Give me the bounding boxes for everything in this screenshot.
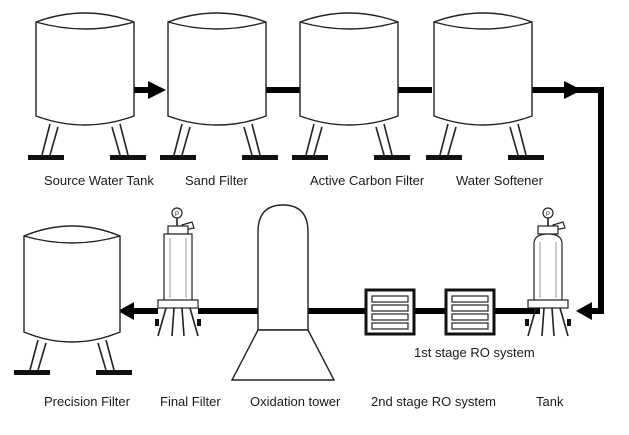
label-sand-filter: Sand Filter xyxy=(185,173,248,188)
tank-cartridge xyxy=(525,207,571,337)
tank-gauge-glyph: P xyxy=(546,212,550,218)
source-water-tank xyxy=(28,12,146,160)
arrow-head xyxy=(576,302,592,320)
final-filter-cartridge xyxy=(155,207,201,337)
label-second-stage-ro: 2nd stage RO system xyxy=(371,394,496,409)
label-oxidation-tower: Oxidation tower xyxy=(250,394,341,409)
pipe-network xyxy=(118,81,604,320)
final-filter-gauge-glyph: P xyxy=(175,212,179,218)
precision-filter-tank xyxy=(14,225,132,375)
sand-filter-tank xyxy=(160,12,278,160)
active-carbon-filter-tank xyxy=(292,12,410,160)
pipe-right-riser xyxy=(568,87,604,314)
arrow-head xyxy=(148,81,166,99)
label-source-water-tank: Source Water Tank xyxy=(44,173,154,188)
arrow-head xyxy=(564,81,582,99)
arrow-head xyxy=(118,302,134,320)
label-first-stage-ro: 1st stage RO system xyxy=(414,345,535,360)
first-stage-ro-unit xyxy=(444,288,496,336)
oxidation-tower xyxy=(230,204,336,381)
second-stage-ro-unit xyxy=(364,288,416,336)
label-tank: Tank xyxy=(536,394,564,409)
label-active-carbon-filter: Active Carbon Filter xyxy=(310,173,425,188)
label-final-filter: Final Filter xyxy=(160,394,221,409)
water-softener-tank xyxy=(426,12,544,160)
label-water-softener: Water Softener xyxy=(456,173,543,188)
label-precision-filter: Precision Filter xyxy=(44,394,130,409)
